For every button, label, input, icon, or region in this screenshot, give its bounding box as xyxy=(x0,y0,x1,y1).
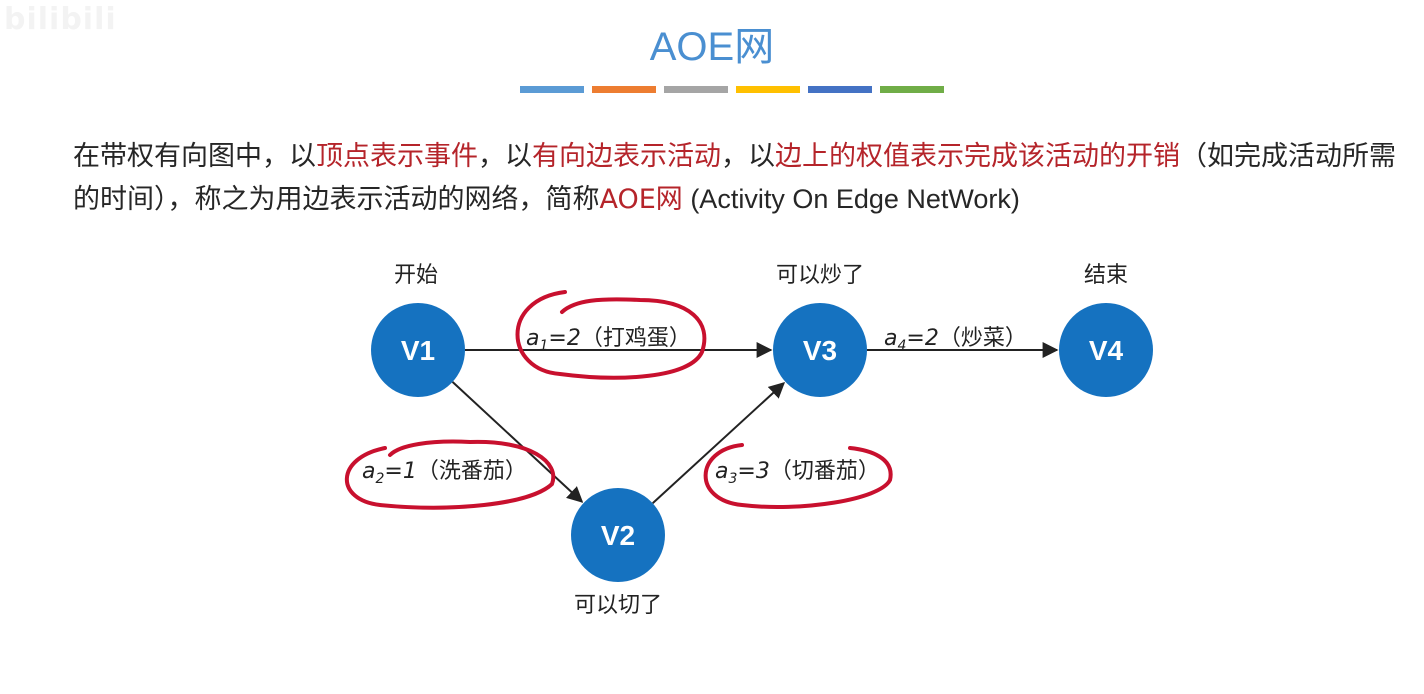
edge-activity: （洗番茄） xyxy=(417,459,527,484)
node-v4: V4 结束 xyxy=(1059,263,1153,397)
node-caption: 开始 xyxy=(394,263,438,288)
node-caption: 结束 xyxy=(1084,263,1128,288)
node-circle xyxy=(571,488,665,582)
body-text: (Activity On Edge NetWork) xyxy=(682,184,1020,214)
color-bar-segment xyxy=(520,86,584,93)
edge-label-a1: a1=2（打鸡蛋） xyxy=(526,326,691,354)
node-circle xyxy=(1059,303,1153,397)
edge-equals: = xyxy=(737,459,755,484)
color-bar-segment xyxy=(808,86,872,93)
edge-subscript: 1 xyxy=(539,338,548,354)
edge-activity: （炒菜） xyxy=(939,326,1027,351)
node-circle xyxy=(371,303,465,397)
edge-symbol: a xyxy=(715,459,728,484)
description-text: 在带权有向图中，以顶点表示事件，以有向边表示活动，以边上的权值表示完成该活动的开… xyxy=(73,136,1408,221)
color-bar-segment xyxy=(664,86,728,93)
edge-symbol: a xyxy=(884,326,897,351)
node-circle xyxy=(773,303,867,397)
node-label: V3 xyxy=(803,335,837,366)
edge-subscript: 2 xyxy=(375,471,384,487)
edge-symbol: a xyxy=(362,459,375,484)
highlight-text: 有向边表示活动 xyxy=(532,141,721,172)
body-text: 在带权有向图中，以 xyxy=(73,141,316,172)
edge-label-a3: a3=3（切番茄） xyxy=(715,459,880,487)
edge-weight: 1 xyxy=(403,459,417,484)
node-v3: V3 可以炒了 xyxy=(773,263,867,397)
node-v2: V2 可以切了 xyxy=(571,488,665,618)
node-caption: 可以切了 xyxy=(574,593,662,618)
node-label: V2 xyxy=(601,520,635,551)
edge-activity: （打鸡蛋） xyxy=(581,326,691,351)
edge-equals: = xyxy=(384,459,402,484)
node-v1: V1 开始 xyxy=(371,263,465,397)
red-circle-annotation xyxy=(703,443,893,509)
edge-weight: 2 xyxy=(567,326,581,351)
page-title: AOE网 xyxy=(649,25,775,69)
red-circle-annotation xyxy=(344,439,556,510)
red-circle-annotation xyxy=(515,290,707,380)
edge-subscript: 4 xyxy=(897,338,906,354)
edge-arrow-v1-v2 xyxy=(451,381,584,503)
edge-symbol: a xyxy=(526,326,539,351)
color-bar-segment xyxy=(880,86,944,93)
edge-subscript: 3 xyxy=(728,471,737,487)
color-bar-segment xyxy=(592,86,656,93)
body-text: （如完成活动所需的时间），称之为用边表示活动的网络，简称 xyxy=(73,141,1396,215)
color-bar xyxy=(520,86,944,93)
body-text: ，以 xyxy=(721,141,775,172)
node-label: V4 xyxy=(1089,335,1124,366)
highlight-text: AOE网 xyxy=(599,184,683,215)
edge-weight: 3 xyxy=(756,459,770,484)
edge-label-a4: a4=2（炒菜） xyxy=(884,326,1027,354)
color-bar-segment xyxy=(736,86,800,93)
edge-label-a2: a2=1（洗番茄） xyxy=(362,459,527,487)
edge-arrow-v2-v3 xyxy=(651,382,786,504)
highlight-text: 边上的权值表示完成该活动的开销 xyxy=(775,141,1180,172)
bilibili-watermark: bilibili xyxy=(4,2,117,37)
node-label: V1 xyxy=(401,335,435,366)
edge-equals: = xyxy=(906,326,924,351)
edge-activity: （切番茄） xyxy=(770,459,880,484)
edge-weight: 2 xyxy=(925,326,939,351)
node-caption: 可以炒了 xyxy=(776,263,864,288)
body-text: ，以 xyxy=(478,141,532,172)
highlight-text: 顶点表示事件 xyxy=(316,141,478,172)
edge-equals: = xyxy=(548,326,566,351)
